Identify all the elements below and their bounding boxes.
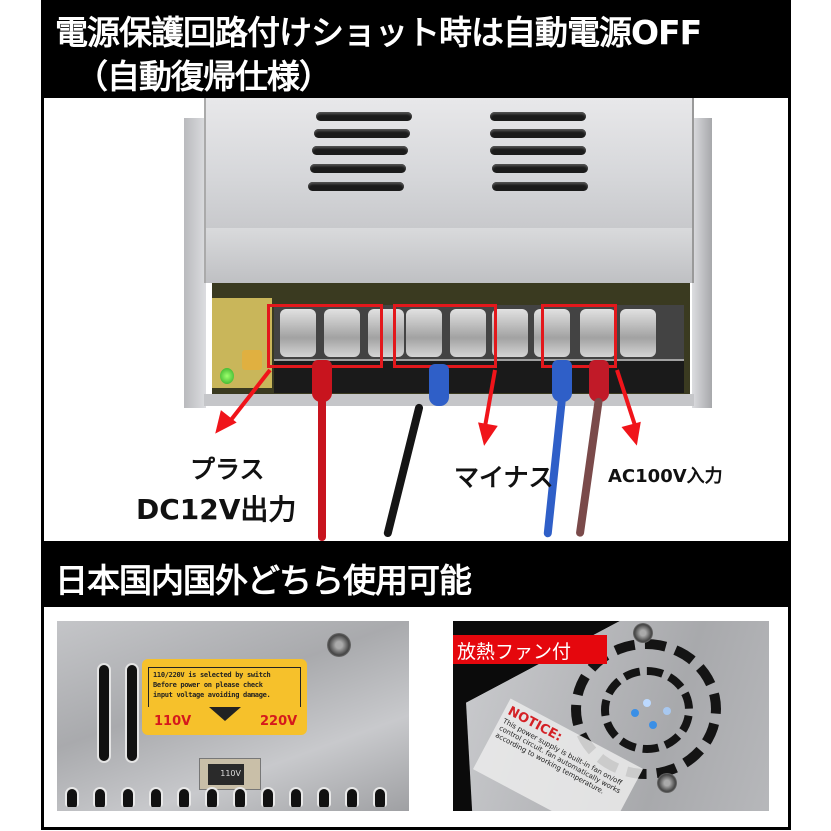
fan-light bbox=[649, 721, 657, 729]
arrow-head-icon bbox=[621, 421, 647, 449]
voltage-110-label: 110V bbox=[154, 714, 192, 729]
screw-icon bbox=[327, 633, 351, 657]
plus-label: プラス bbox=[190, 455, 265, 484]
housing-front-lip bbox=[204, 228, 694, 283]
red-lug-ac bbox=[589, 360, 609, 402]
vent-slot bbox=[492, 164, 588, 173]
vent-slot bbox=[310, 164, 406, 173]
vent-slot bbox=[97, 663, 111, 763]
black-wire bbox=[382, 403, 424, 538]
blue-lug-ac bbox=[552, 360, 572, 402]
vent-slot bbox=[308, 182, 404, 191]
terminal-screw bbox=[406, 309, 442, 357]
warning-line3: input voltage avoiding damage. bbox=[153, 691, 271, 699]
header-title-line2: （自動復帰仕様） bbox=[75, 57, 332, 96]
terminal-screw bbox=[620, 309, 656, 357]
terminal-screw bbox=[280, 309, 316, 357]
housing-top bbox=[204, 98, 694, 228]
ac-input-label: AC100V入力 bbox=[608, 466, 723, 487]
header-title-line1: 電源保護回路付けショット時は自動電源OFF bbox=[55, 13, 702, 52]
ac-terminals-highlight bbox=[541, 304, 617, 368]
voltage-selector-photo: 110/220V is selected by switch Before po… bbox=[57, 621, 409, 811]
screw-icon bbox=[657, 773, 677, 793]
terminal-screw bbox=[324, 309, 360, 357]
brown-wire bbox=[575, 397, 603, 538]
vent-slot bbox=[125, 663, 139, 763]
housing-side-right bbox=[692, 118, 712, 408]
vent-slot bbox=[490, 146, 586, 155]
vent-slot bbox=[490, 112, 586, 121]
red-wire bbox=[318, 398, 326, 541]
terminal-screw bbox=[580, 309, 616, 357]
voltage-switch: 110V bbox=[199, 758, 261, 790]
fan-light bbox=[643, 699, 651, 707]
warning-text: 110/220V is selected by switch Before po… bbox=[148, 667, 301, 707]
vent-holes bbox=[57, 783, 409, 811]
warning-line2: Before power on please check bbox=[153, 681, 263, 689]
vent-slot bbox=[314, 129, 410, 138]
blue-lug bbox=[429, 364, 449, 406]
dc-output-label: DC12V出力 bbox=[136, 493, 297, 526]
vent-slot bbox=[492, 182, 588, 191]
header-banner: 電源保護回路付けショット時は自動電源OFF （自動復帰仕様） bbox=[41, 0, 791, 98]
arrow-head-icon bbox=[474, 422, 498, 448]
housing-side-left bbox=[184, 118, 206, 408]
potentiometer-icon bbox=[242, 350, 262, 370]
fan-light bbox=[631, 709, 639, 717]
voltage-warning-label: 110/220V is selected by switch Before po… bbox=[142, 659, 307, 735]
switch-knob: 110V bbox=[208, 764, 244, 785]
terminal-screw bbox=[450, 309, 486, 357]
led-icon bbox=[220, 368, 234, 384]
minus-terminals-highlight bbox=[393, 304, 497, 368]
screw-icon bbox=[633, 623, 653, 643]
voltage-220-label: 220V bbox=[260, 714, 298, 729]
fan-tag: 放熱ファン付 bbox=[453, 635, 607, 664]
vent-slot bbox=[316, 112, 412, 121]
sub-banner-title: 日本国内国外どちら使用可能 bbox=[55, 561, 472, 600]
fan-grille-outer bbox=[571, 639, 721, 779]
fan-photo: NOTICE: This power supply is built-in fa… bbox=[453, 621, 769, 811]
terminal-screw bbox=[492, 309, 528, 357]
warning-line1: 110/220V is selected by switch bbox=[153, 671, 271, 679]
pcb bbox=[212, 283, 690, 398]
product-photo: プラス DC12V出力 マイナス AC100V入力 bbox=[44, 98, 788, 541]
fan-light bbox=[663, 707, 671, 715]
plus-terminals-highlight bbox=[267, 304, 383, 368]
housing-bottom bbox=[204, 394, 694, 406]
red-lug bbox=[312, 360, 332, 402]
minus-label: マイナス bbox=[454, 463, 554, 492]
fan-grille-inner bbox=[601, 667, 693, 753]
down-arrow-icon bbox=[209, 707, 241, 721]
vent-slot bbox=[490, 129, 586, 138]
sub-banner: 日本国内国外どちら使用可能 bbox=[41, 541, 791, 607]
terminal-screw bbox=[534, 309, 570, 357]
vent-slot bbox=[312, 146, 408, 155]
pcb-board bbox=[212, 298, 272, 388]
terminal-screw bbox=[368, 309, 404, 357]
